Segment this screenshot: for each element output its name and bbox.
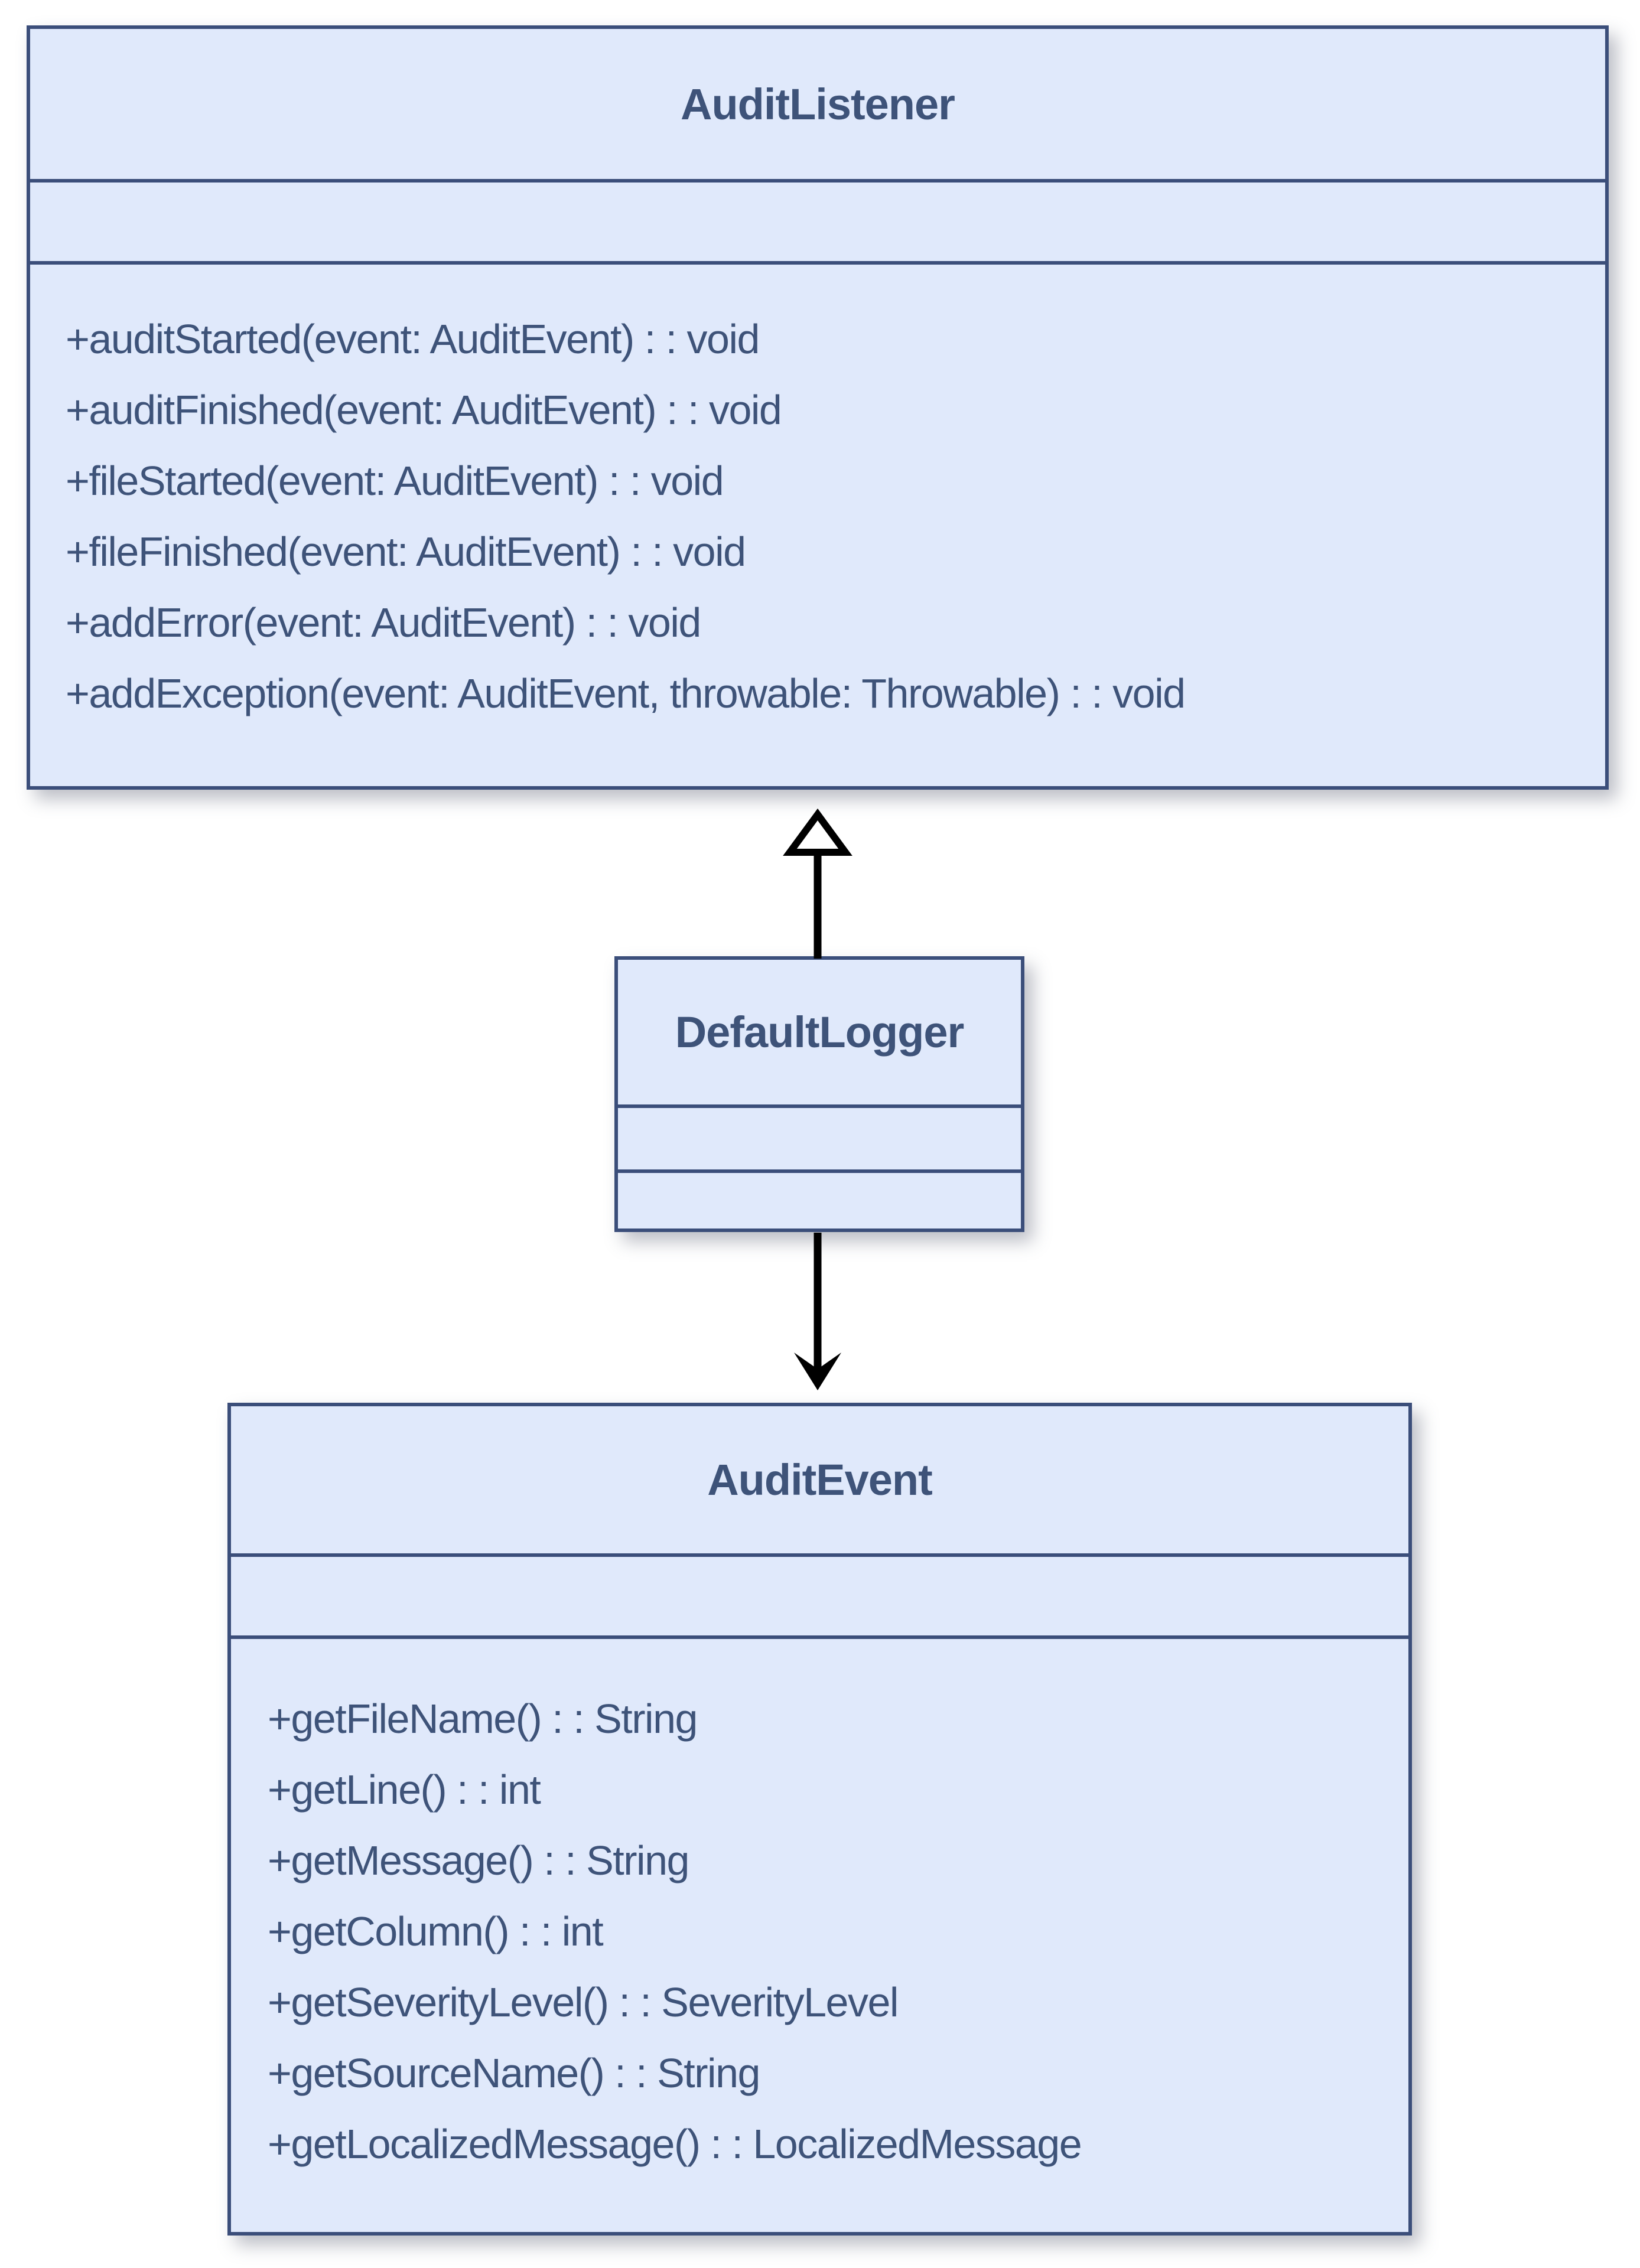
generalization-arrow (783, 808, 852, 959)
method-line: +getLine() : : int (268, 1767, 541, 1813)
hollow-triangle-arrowhead (783, 808, 852, 856)
methods-compartment-auditevent: +getFileName() : : String +getLine() : : … (231, 1635, 1408, 2232)
class-title-defaultlogger: DefaultLogger (675, 1008, 965, 1057)
methods-compartment-defaultlogger (618, 1169, 1021, 1228)
methods-compartment-auditlistener: +auditStarted(event: AuditEvent) : : voi… (30, 261, 1605, 786)
method-line: +fileFinished(event: AuditEvent) : : voi… (66, 529, 746, 575)
attributes-compartment-defaultlogger (618, 1104, 1021, 1169)
method-line: +fileStarted(event: AuditEvent) : : void (66, 458, 724, 504)
directed-association-arrow (794, 1233, 841, 1390)
class-title-auditevent: AuditEvent (707, 1455, 933, 1504)
method-line: +getFileName() : : String (268, 1696, 698, 1742)
method-line: +getMessage() : : String (268, 1837, 689, 1884)
attributes-compartment-auditlistener (30, 179, 1605, 261)
class-box-auditlistener: AuditListener +auditStarted(event: Audit… (27, 25, 1609, 790)
class-box-auditevent: AuditEvent +getFileName() : : String+get… (227, 1403, 1412, 2236)
method-line: +auditStarted(event: AuditEvent) : : voi… (66, 316, 760, 362)
method-line: +auditFinished(event: AuditEvent) : : vo… (66, 387, 782, 433)
method-line: +getLocalizedMessage() : : LocalizedMess… (268, 2121, 1082, 2167)
method-line: +addException(event: AuditEvent, throwab… (66, 670, 1186, 716)
method-line: +getColumn() : : int (268, 1908, 604, 1954)
method-line: +getSeverityLevel() : : SeverityLevel (268, 1979, 899, 2025)
attributes-compartment-auditevent (231, 1553, 1408, 1635)
class-box-defaultlogger: DefaultLogger (614, 956, 1024, 1232)
method-line: +addError(event: AuditEvent) : : void (66, 599, 701, 646)
open-v-arrowhead (794, 1353, 841, 1390)
class-title-auditlistener: AuditListener (681, 79, 955, 129)
method-line: +getSourceName() : : String (268, 2050, 760, 2096)
